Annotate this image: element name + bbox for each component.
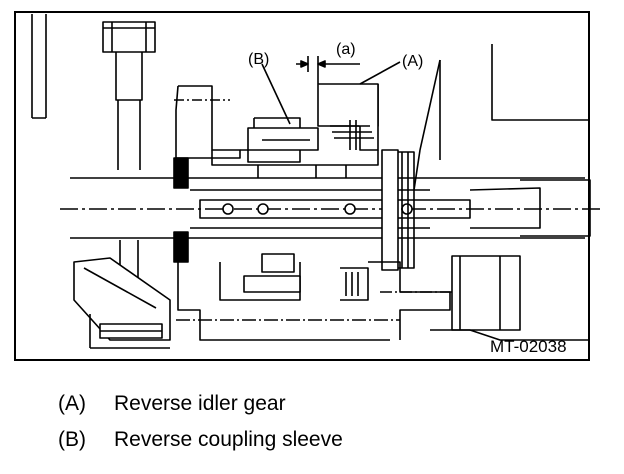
bearing-right xyxy=(381,59,441,271)
bearing-left-lower xyxy=(173,231,189,263)
callout-a: (A) xyxy=(402,53,423,70)
reverse-idler-gear xyxy=(318,83,379,151)
transmission-diagram: (B) (a) (A) MT-02038 xyxy=(14,11,600,361)
legend-key: (A) xyxy=(58,392,86,415)
legend-text: Reverse coupling sleeve xyxy=(114,428,343,451)
callout-b: (B) xyxy=(248,51,269,68)
leader-a xyxy=(359,61,401,85)
legend-text: Reverse idler gear xyxy=(114,392,286,415)
upper-gear-teeth xyxy=(257,165,347,178)
case-right xyxy=(430,44,590,341)
legend-item: (A) Reverse idler gear xyxy=(58,392,286,416)
figure-id: MT-02038 xyxy=(490,337,567,356)
legend-key: (B) xyxy=(58,428,86,451)
legend-item: (B) Reverse coupling sleeve xyxy=(58,428,343,452)
bearing-left-upper xyxy=(173,157,189,189)
callout-clearance: (a) xyxy=(336,41,356,58)
lower-housing xyxy=(176,253,460,341)
lower-left-cover xyxy=(73,257,171,349)
clearance-dimension xyxy=(296,56,360,84)
leader-b xyxy=(261,63,291,125)
shaft-holes xyxy=(222,203,413,215)
case-left-wall xyxy=(31,14,47,119)
reverse-coupling-sleeve xyxy=(240,117,319,163)
